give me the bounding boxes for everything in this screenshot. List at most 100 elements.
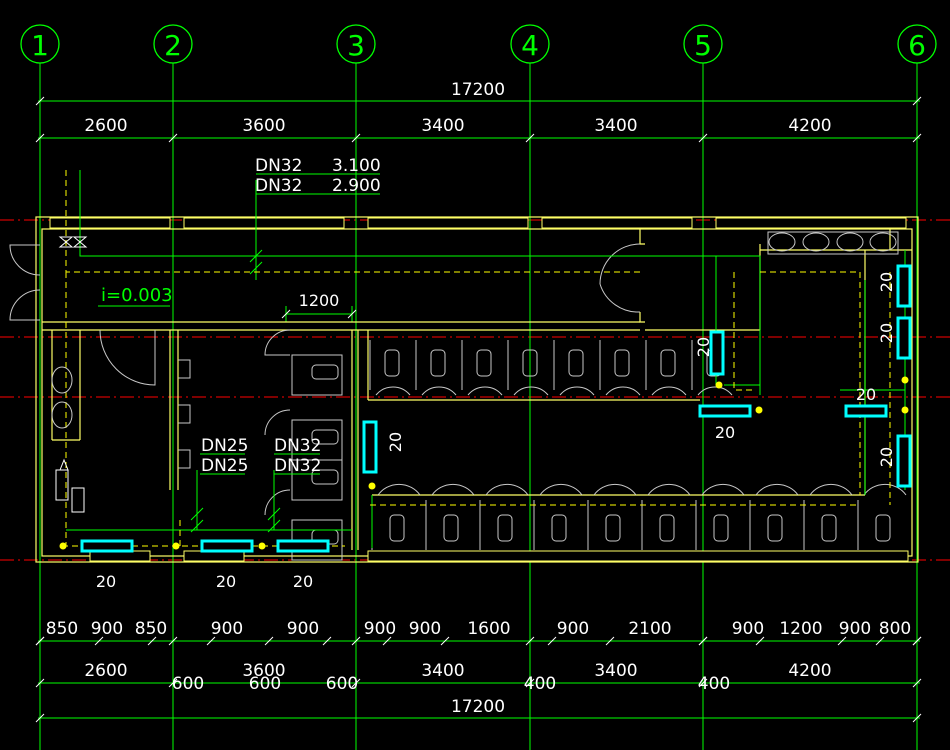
window — [49, 217, 171, 229]
stall-door — [431, 483, 475, 496]
fitting — [368, 482, 376, 490]
dim-bottom-span: 3400 — [421, 661, 464, 681]
stall-door — [559, 386, 595, 396]
dim-bottom-detail: 900 — [364, 619, 396, 639]
axis-label: 1 — [31, 29, 49, 62]
radiator — [362, 420, 378, 474]
dim-bottom-detail: 850 — [135, 619, 167, 639]
dim-bottom-offset: 400 — [698, 674, 730, 694]
stall-door — [467, 386, 503, 396]
radiator — [896, 264, 912, 308]
sink-icon — [768, 232, 796, 252]
dim-tick — [525, 133, 535, 143]
stall-door — [755, 483, 799, 496]
fitting — [258, 542, 266, 550]
dim-top-span: 3600 — [242, 116, 285, 136]
dim-tick — [264, 636, 274, 646]
toilet-icon — [660, 349, 676, 377]
radiator — [896, 434, 912, 488]
radiator-label: 20 — [877, 323, 896, 343]
pipe-fittings — [59, 376, 909, 550]
fitting — [172, 542, 180, 550]
dim-bottom-detail: 900 — [557, 619, 589, 639]
dimension-lines — [38, 100, 920, 719]
dim-tick — [547, 636, 557, 646]
dim-tick — [525, 678, 535, 688]
radiator-label: 20 — [856, 385, 876, 404]
radiator-label: 20 — [293, 572, 313, 591]
dim-tick — [94, 636, 104, 646]
toilet-icon — [522, 349, 538, 377]
radiator-label: 20 — [96, 572, 116, 591]
stall-door — [375, 386, 411, 396]
dim-bottom-detail: 2100 — [628, 619, 671, 639]
toilet-icon — [497, 514, 513, 542]
stall-door — [485, 483, 529, 496]
stall-door — [605, 386, 641, 396]
dim-bottom-detail: 900 — [287, 619, 319, 639]
dim-top-span: 3400 — [421, 116, 464, 136]
toilet-icon — [875, 514, 891, 542]
stall-door — [647, 483, 691, 496]
dimension-ticks — [35, 96, 922, 723]
dim-bottom-detail: 900 — [211, 619, 243, 639]
urinal-icon — [178, 359, 191, 379]
dim-bottom-span: 3400 — [594, 661, 637, 681]
axis-bubble — [683, 24, 723, 64]
pipe-label-top-2: DN32 — [255, 176, 302, 196]
pipe-label-mid-right-1: DN32 — [274, 436, 321, 456]
dim-bottom-detail: 900 — [839, 619, 871, 639]
radiator — [698, 404, 752, 418]
stall-door — [593, 483, 637, 496]
stall-door — [651, 386, 687, 396]
dim-tick — [35, 96, 45, 106]
stall-partition — [291, 354, 343, 396]
dim-tick — [168, 678, 178, 688]
dim-tick — [912, 636, 922, 646]
stall-door — [701, 483, 745, 496]
toilet-icon — [384, 349, 400, 377]
toilet-icon — [311, 429, 339, 445]
axis-label: 6 — [908, 29, 926, 62]
fitting — [59, 542, 67, 550]
toilet-icon — [443, 514, 459, 542]
dim-tick — [351, 133, 361, 143]
fitting — [715, 381, 723, 389]
dim-tick — [912, 678, 922, 688]
stall-door — [539, 483, 583, 496]
dim-bottom-span: 4200 — [788, 661, 831, 681]
axis-grid-lines — [39, 62, 918, 750]
dim-tick — [281, 309, 291, 319]
radiator-label: 20 — [386, 432, 405, 452]
dim-tick — [35, 713, 45, 723]
fitting — [901, 406, 909, 414]
sink-icon — [836, 232, 864, 252]
radiator-label: 20 — [877, 272, 896, 292]
fitting — [901, 376, 909, 384]
dim-tick — [351, 678, 361, 688]
toilet-icon — [389, 514, 405, 542]
dim-tick — [755, 636, 765, 646]
toilet-icon — [821, 514, 837, 542]
dim-tick — [605, 636, 615, 646]
axis-bubble — [20, 24, 60, 64]
radiator — [276, 539, 330, 553]
dim-bottom-detail: 900 — [732, 619, 764, 639]
pipe-label-top-1: DN32 — [255, 156, 302, 176]
dim-bottom-offset: 600 — [249, 674, 281, 694]
toilet-icon — [767, 514, 783, 542]
urinal-icon — [178, 449, 191, 469]
dim-top-span: 4200 — [788, 116, 831, 136]
dim-top-span: 3400 — [594, 116, 637, 136]
sink-icon — [869, 232, 897, 252]
pipe-label-mid-right-2: DN32 — [274, 456, 321, 476]
dim-tick — [698, 636, 708, 646]
dim-tick — [347, 309, 357, 319]
stall-door — [863, 483, 907, 496]
radiator — [844, 404, 888, 418]
dim-tick — [168, 133, 178, 143]
dim-bottom-detail: 1200 — [779, 619, 822, 639]
